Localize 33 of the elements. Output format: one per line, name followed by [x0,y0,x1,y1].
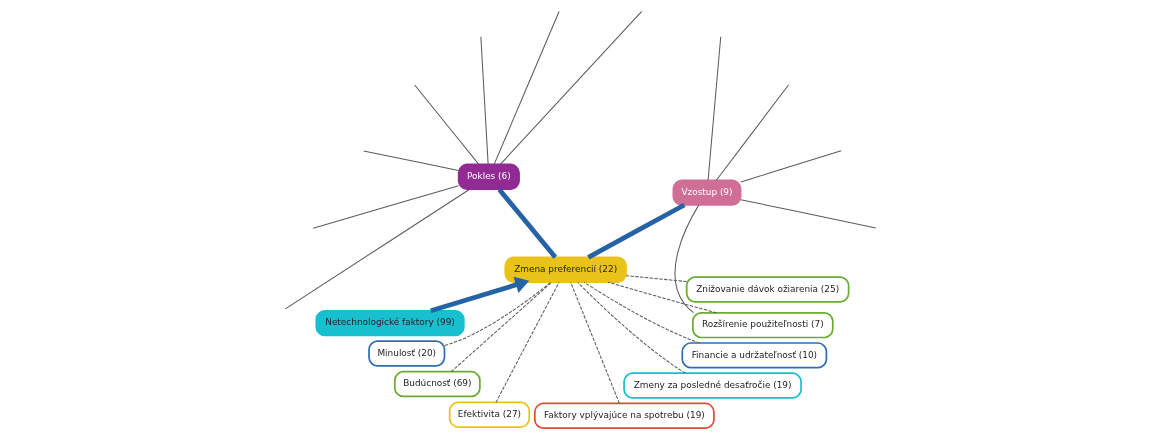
node-box: Rozšírenie použiteľnosti (7) [691,311,834,339]
node-box: Minulosť (20) [368,340,446,367]
node-box: Budúcnosť (69) [393,370,481,398]
connector [493,10,560,165]
node-box: Faktory vplývajúce na spotrebu (19) [533,402,715,429]
arrow [430,276,530,314]
connector [715,84,789,181]
connector [740,150,842,183]
node-box: Netechnologické faktory (99) [315,309,465,337]
connector [414,84,480,165]
connector [740,199,877,229]
connector [495,281,560,403]
connector [480,36,489,165]
connector [312,185,460,229]
node-box: Pokles (6) [457,163,520,190]
connector [607,281,717,314]
connector [444,281,552,346]
connector [363,150,459,172]
connector [284,188,471,310]
connector [674,204,700,314]
node-box: Financie a udržateľnosť (10) [681,342,828,369]
connector [570,281,620,404]
node-box: Zmeny za posledné desaťročie (19) [623,372,802,399]
node-box: Efektivita (27) [448,401,531,428]
connector [587,202,686,260]
connector [707,36,722,181]
connector [499,10,643,165]
connector [625,275,688,283]
connector [497,187,558,259]
node-box: Zmena preferencií (22) [504,256,627,283]
connector [450,281,553,373]
node-box: Znižovanie dávok ožiarenia (25) [685,276,850,303]
node-box: Vzostup (9) [672,179,742,206]
